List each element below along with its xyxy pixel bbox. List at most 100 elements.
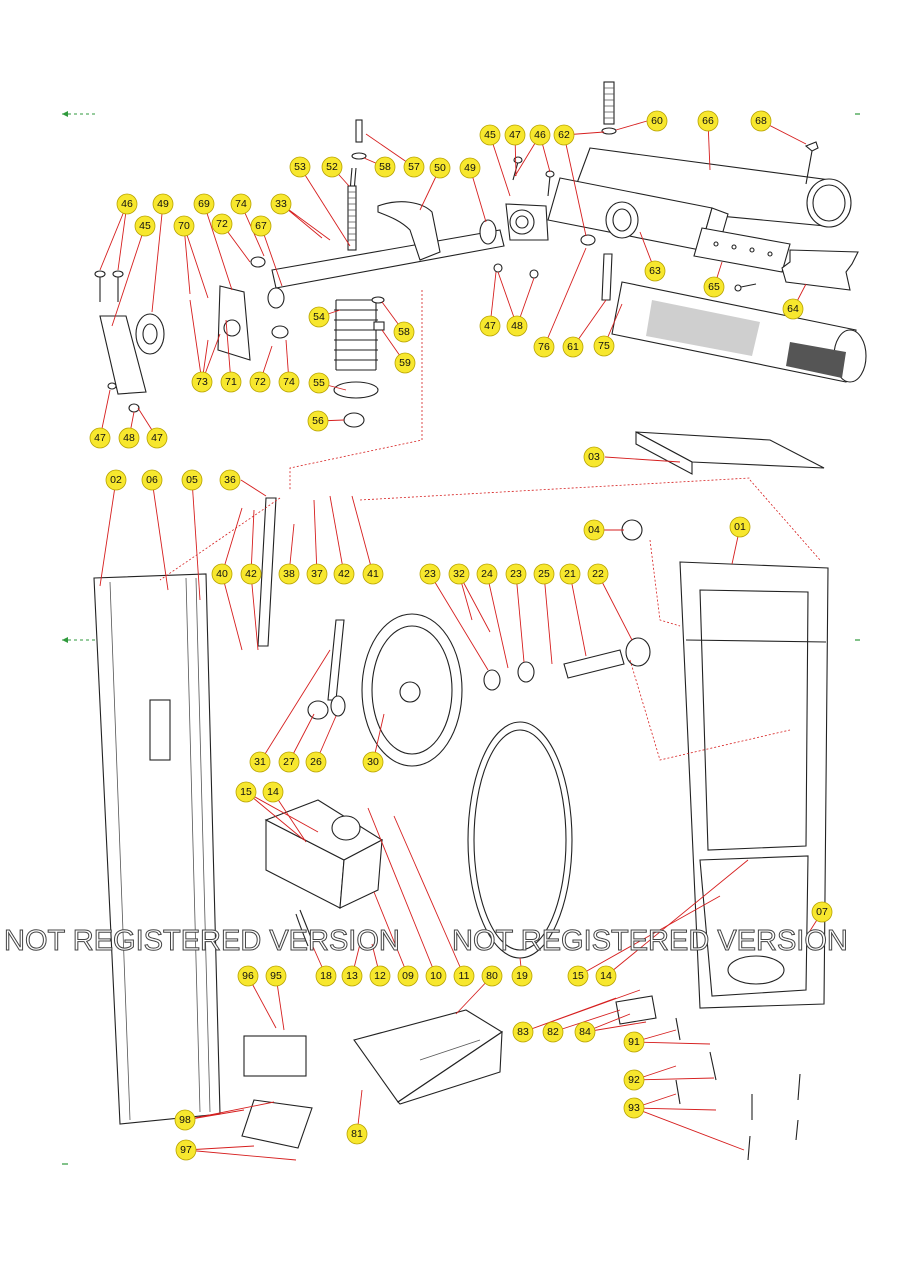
electrical-assembly — [241, 995, 801, 1161]
svg-text:52: 52 — [326, 161, 338, 173]
callout-24: 24 — [476, 563, 498, 585]
left-bearing-assembly — [94, 270, 251, 413]
svg-text:97: 97 — [180, 1144, 192, 1156]
callout-47: 47 — [479, 315, 501, 337]
svg-text:74: 74 — [235, 198, 247, 210]
callout-67: 67 — [250, 215, 272, 237]
callout-26: 26 — [305, 751, 327, 773]
callout-47: 47 — [504, 124, 526, 146]
callout-76: 76 — [533, 336, 555, 358]
svg-text:42: 42 — [245, 568, 257, 580]
watermark: NOT REGISTERED VERSION NOT REGISTERED VE… — [4, 925, 849, 958]
cover-panel-02 — [93, 573, 221, 1125]
box-03 — [635, 431, 825, 475]
callout-82: 82 — [542, 1021, 564, 1043]
callout-14: 14 — [595, 965, 617, 987]
callout-06: 06 — [141, 469, 163, 491]
svg-text:59: 59 — [399, 357, 411, 369]
svg-text:70: 70 — [178, 220, 190, 232]
tubes-assembly — [547, 81, 867, 383]
svg-text:24: 24 — [481, 568, 493, 580]
callout-30: 30 — [362, 751, 384, 773]
callout-23: 23 — [419, 563, 441, 585]
callout-13: 13 — [341, 965, 363, 987]
svg-text:07: 07 — [816, 906, 828, 918]
callout-14: 14 — [262, 781, 284, 803]
callout-48: 48 — [118, 427, 140, 449]
callout-19: 19 — [511, 965, 533, 987]
svg-text:93: 93 — [628, 1102, 640, 1114]
callout-22: 22 — [587, 563, 609, 585]
svg-text:27: 27 — [283, 756, 295, 768]
callout-42: 42 — [240, 563, 262, 585]
frame-01 — [679, 561, 829, 1009]
callout-02: 02 — [105, 469, 127, 491]
callout-57: 57 — [403, 156, 425, 178]
callout-23: 23 — [505, 563, 527, 585]
callout-46: 46 — [116, 193, 138, 215]
callout-96: 96 — [237, 965, 259, 987]
callout-92: 92 — [623, 1069, 645, 1091]
svg-text:49: 49 — [464, 162, 476, 174]
callout-91: 91 — [623, 1031, 645, 1053]
svg-text:25: 25 — [538, 568, 550, 580]
svg-text:73: 73 — [196, 376, 208, 388]
svg-text:23: 23 — [424, 568, 436, 580]
svg-text:46: 46 — [121, 198, 133, 210]
callout-70: 70 — [173, 215, 195, 237]
svg-text:49: 49 — [157, 198, 169, 210]
svg-text:66: 66 — [702, 115, 714, 127]
callout-07: 07 — [811, 901, 833, 923]
callout-15: 15 — [235, 781, 257, 803]
callout-47: 47 — [146, 427, 168, 449]
callout-68: 68 — [750, 110, 772, 132]
svg-text:04: 04 — [588, 524, 600, 536]
callout-74: 74 — [230, 193, 252, 215]
svg-text:82: 82 — [547, 1026, 559, 1038]
callout-53: 53 — [289, 156, 311, 178]
svg-text:41: 41 — [367, 568, 379, 580]
svg-text:22: 22 — [592, 568, 604, 580]
callout-71: 71 — [220, 371, 242, 393]
callout-47: 47 — [89, 427, 111, 449]
svg-text:80: 80 — [486, 970, 498, 982]
callout-36: 36 — [219, 469, 241, 491]
callout-98: 98 — [174, 1109, 196, 1131]
svg-text:98: 98 — [179, 1114, 191, 1126]
callout-49: 49 — [459, 157, 481, 179]
svg-text:57: 57 — [408, 161, 420, 173]
svg-text:58: 58 — [379, 161, 391, 173]
callout-04: 04 — [583, 519, 605, 541]
callout-81: 81 — [346, 1123, 368, 1145]
svg-text:48: 48 — [123, 432, 135, 444]
callout-75: 75 — [593, 335, 615, 357]
callout-18: 18 — [315, 965, 337, 987]
svg-text:60: 60 — [651, 115, 663, 127]
svg-text:55: 55 — [313, 377, 325, 389]
callout-83: 83 — [512, 1021, 534, 1043]
svg-text:45: 45 — [139, 220, 151, 232]
svg-text:75: 75 — [598, 340, 610, 352]
callout-95: 95 — [265, 965, 287, 987]
svg-text:64: 64 — [787, 303, 799, 315]
svg-text:13: 13 — [346, 970, 358, 982]
callout-54: 54 — [308, 306, 330, 328]
callout-64: 64 — [782, 298, 804, 320]
svg-text:48: 48 — [511, 320, 523, 332]
motor-guard-assembly — [264, 799, 384, 947]
svg-text:26: 26 — [310, 756, 322, 768]
callout-58: 58 — [393, 321, 415, 343]
callout-09: 09 — [397, 965, 419, 987]
callout-59: 59 — [394, 352, 416, 374]
callout-46: 46 — [529, 124, 551, 146]
callout-48: 48 — [506, 315, 528, 337]
drive-assembly — [257, 497, 651, 959]
svg-text:95: 95 — [270, 970, 282, 982]
svg-text:31: 31 — [254, 756, 266, 768]
watermark-right: NOT REGISTERED VERSION — [452, 925, 848, 957]
callout-10: 10 — [425, 965, 447, 987]
svg-text:11: 11 — [459, 970, 470, 982]
svg-text:15: 15 — [240, 786, 252, 798]
svg-text:63: 63 — [649, 265, 661, 277]
